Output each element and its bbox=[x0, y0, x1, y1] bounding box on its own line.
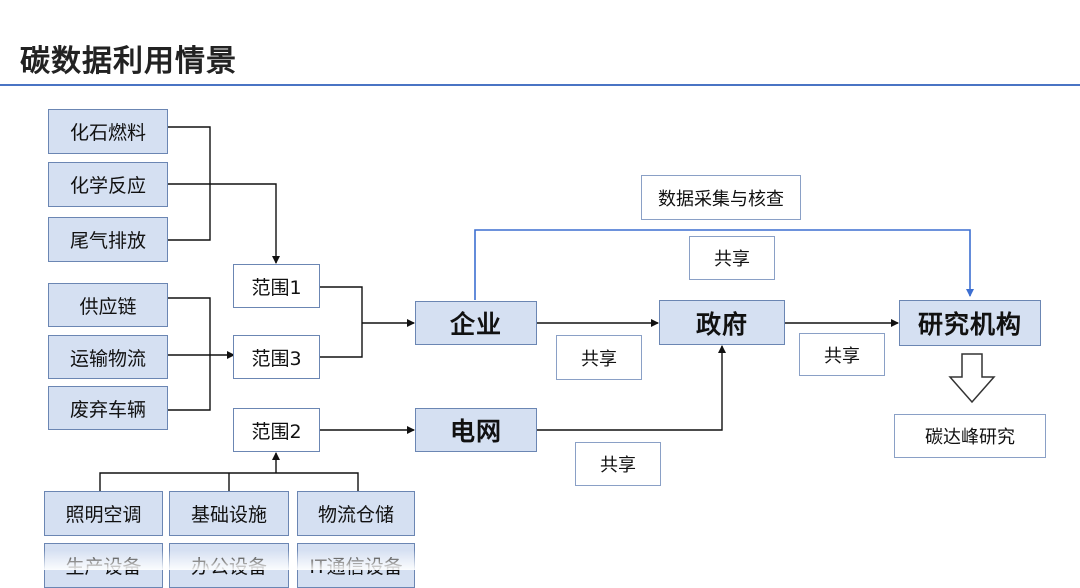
label-share-grid: 共享 bbox=[575, 442, 661, 486]
source-box-chemical-reaction: 化学反应 bbox=[48, 162, 168, 207]
connector-grid-gov bbox=[537, 345, 726, 431]
node-research: 研究机构 bbox=[899, 300, 1041, 346]
node-carbon-peak-research: 碳达峰研究 bbox=[894, 414, 1046, 458]
bottom-fade bbox=[0, 550, 1080, 570]
connector-to-scope1 bbox=[210, 183, 280, 264]
label-share-enterprise: 共享 bbox=[556, 335, 642, 380]
connector-lines bbox=[99, 126, 996, 491]
connector-bottom-bus bbox=[99, 453, 359, 491]
connector-scopes-merge bbox=[320, 286, 414, 358]
label-share-top: 共享 bbox=[689, 236, 775, 280]
connector-collect-blue bbox=[474, 229, 974, 300]
source-box-infrastructure: 基础设施 bbox=[169, 491, 289, 536]
connector-group1 bbox=[168, 126, 211, 241]
source-box-warehouse: 物流仓储 bbox=[297, 491, 415, 536]
scope-box-2: 范围2 bbox=[233, 408, 320, 452]
source-box-transport: 运输物流 bbox=[48, 335, 168, 379]
label-data-collection: 数据采集与核查 bbox=[641, 175, 801, 220]
source-box-fossil-fuel: 化石燃料 bbox=[48, 109, 168, 154]
down-arrow-icon bbox=[948, 353, 996, 404]
node-grid: 电网 bbox=[415, 408, 537, 452]
label-share-government: 共享 bbox=[799, 333, 885, 376]
page-title: 碳数据利用情景 bbox=[20, 44, 237, 79]
scope-box-3: 范围3 bbox=[233, 335, 320, 379]
title-divider bbox=[0, 84, 1080, 86]
connector-group3 bbox=[168, 297, 211, 411]
source-box-supply-chain: 供应链 bbox=[48, 283, 168, 327]
source-box-scrapped-vehicles: 废弃车辆 bbox=[48, 386, 168, 430]
node-government: 政府 bbox=[659, 300, 785, 345]
scope-box-1: 范围1 bbox=[233, 264, 320, 308]
source-box-lighting: 照明空调 bbox=[44, 491, 163, 536]
node-enterprise: 企业 bbox=[415, 301, 537, 345]
source-box-exhaust: 尾气排放 bbox=[48, 217, 168, 262]
